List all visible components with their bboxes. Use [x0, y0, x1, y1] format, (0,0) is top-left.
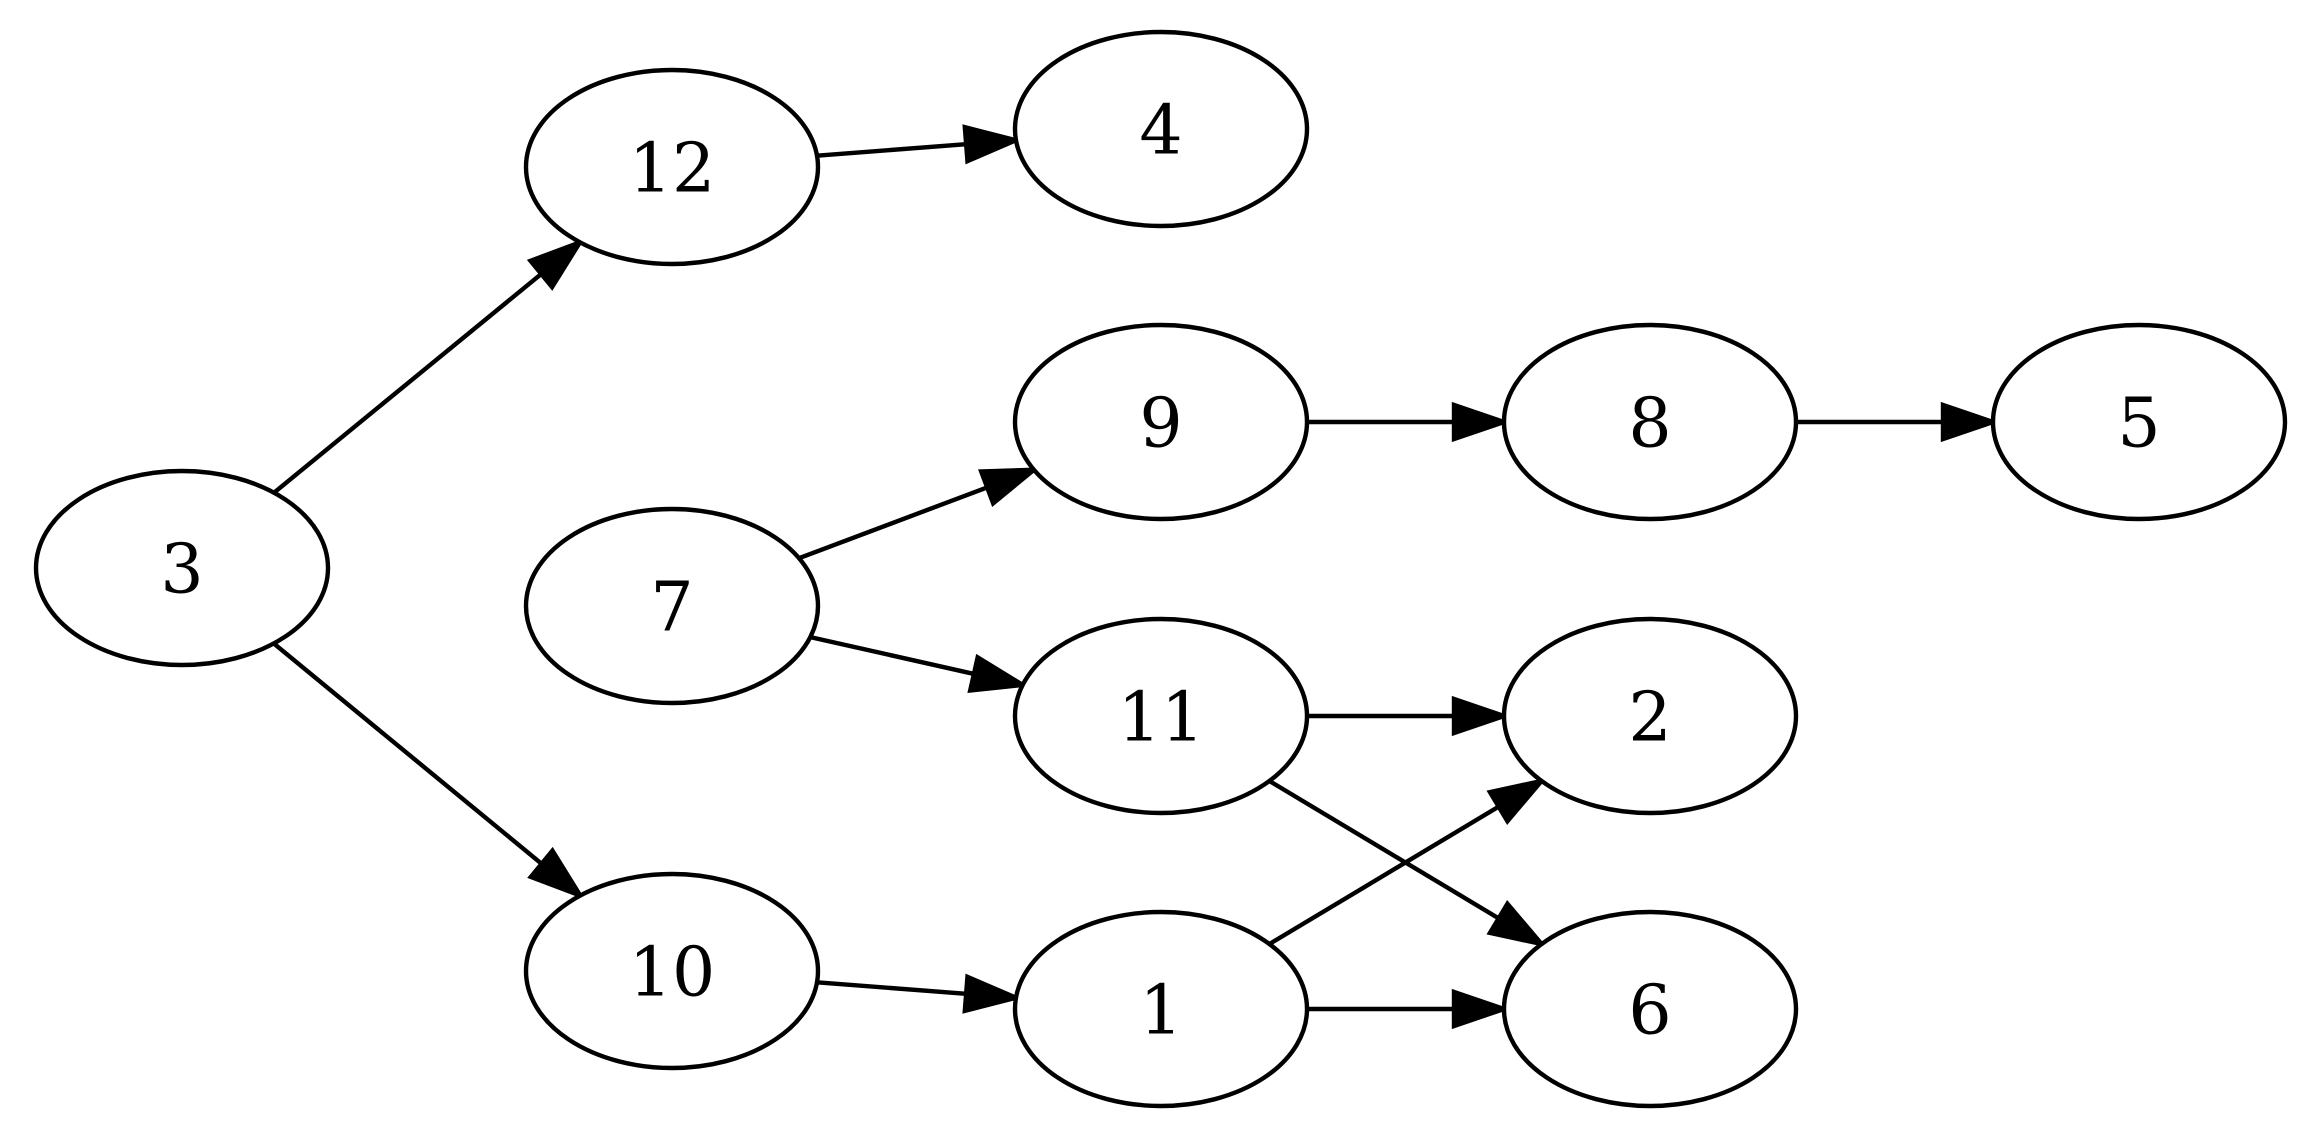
arrowhead-icon — [978, 467, 1041, 507]
node-ellipse — [523, 506, 821, 706]
edge-11-to-6 — [1268, 779, 1548, 948]
node-label: 1 — [1139, 972, 1182, 1051]
node-label: 10 — [629, 934, 716, 1013]
edge-1-to-2 — [1268, 777, 1548, 946]
arrowhead-icon — [1486, 899, 1548, 948]
node-6: 6 — [1501, 909, 1799, 1109]
edge-line — [272, 272, 543, 495]
node-7: 7 — [523, 506, 821, 706]
node-label: 11 — [1118, 679, 1205, 758]
edge-line — [272, 641, 544, 866]
edge-3-to-10 — [272, 641, 586, 900]
edge-7-to-11 — [809, 634, 1030, 694]
node-label: 12 — [629, 130, 716, 209]
node-3: 3 — [33, 468, 331, 668]
edge-line — [1268, 804, 1500, 946]
node-ellipse — [1501, 322, 1799, 522]
node-label: 8 — [1628, 385, 1671, 464]
edge-line — [816, 980, 967, 997]
edge-line — [1268, 779, 1500, 921]
edge-1-to-6 — [1307, 988, 1511, 1030]
arrowhead-icon — [1451, 401, 1511, 443]
node-ellipse — [1012, 322, 1310, 522]
node-ellipse — [1501, 909, 1799, 1109]
node-11: 11 — [1012, 616, 1310, 816]
node-ellipse — [1012, 29, 1310, 229]
node-label: 4 — [1139, 92, 1182, 171]
edge-3-to-12 — [272, 237, 586, 495]
edges-layer — [272, 124, 2000, 1030]
arrowhead-icon — [526, 237, 586, 291]
arrowhead-icon — [967, 653, 1030, 694]
nodes-layer: 3 12 4 7 9 8 5 11 2 10 1 6 — [33, 29, 2288, 1109]
node-label: 5 — [2117, 385, 2160, 464]
edge-7-to-9 — [798, 467, 1041, 561]
node-ellipse — [1012, 909, 1310, 1109]
node-2: 2 — [1501, 616, 1799, 816]
node-ellipse — [523, 871, 821, 1071]
node-ellipse — [1012, 616, 1310, 816]
node-ellipse — [523, 67, 821, 267]
node-12: 12 — [523, 67, 821, 267]
node-1: 1 — [1012, 909, 1310, 1109]
node-label: 9 — [1139, 385, 1182, 464]
node-4: 4 — [1012, 29, 1310, 229]
edge-line — [798, 485, 988, 561]
arrowhead-icon — [1940, 401, 2000, 443]
node-label: 2 — [1628, 679, 1671, 758]
arrowhead-icon — [962, 124, 1023, 165]
edge-9-to-8 — [1307, 401, 1511, 443]
node-ellipse — [33, 468, 331, 668]
node-label: 6 — [1628, 972, 1671, 1051]
edge-line — [816, 141, 967, 158]
edge-8-to-5 — [1796, 401, 2000, 443]
node-8: 8 — [1501, 322, 1799, 522]
arrowhead-icon — [1486, 777, 1548, 826]
node-10: 10 — [523, 871, 821, 1071]
arrowhead-icon — [1451, 695, 1511, 737]
node-label: 7 — [650, 569, 693, 648]
node-ellipse — [1990, 322, 2288, 522]
edge-line — [809, 634, 975, 677]
node-label: 3 — [160, 531, 203, 610]
node-ellipse — [1501, 616, 1799, 816]
edge-12-to-4 — [816, 124, 1023, 165]
arrowhead-icon — [527, 846, 586, 900]
node-9: 9 — [1012, 322, 1310, 522]
arrowhead-icon — [962, 973, 1023, 1014]
edge-11-to-2 — [1307, 695, 1511, 737]
arrowhead-icon — [1451, 988, 1511, 1030]
edge-10-to-1 — [816, 973, 1023, 1014]
node-5: 5 — [1990, 322, 2288, 522]
